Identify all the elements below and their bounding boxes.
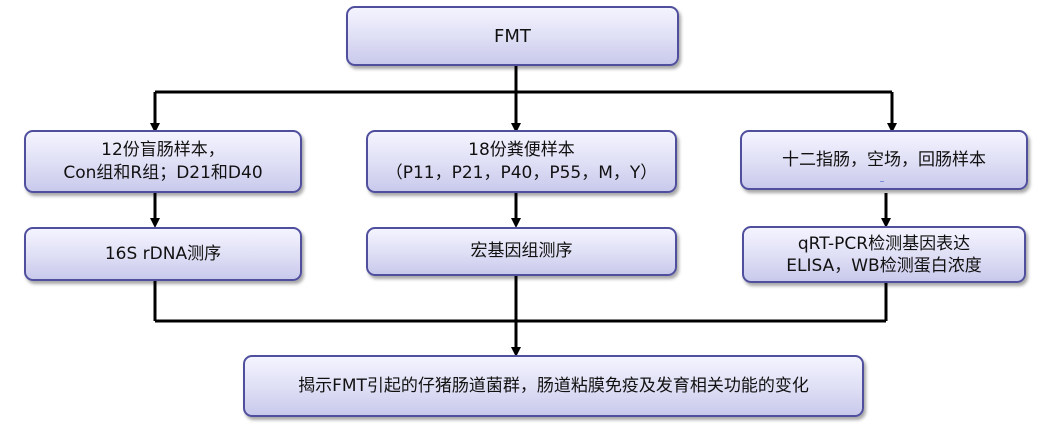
sample-1-line-1: 12份盲肠样本， [101, 139, 225, 160]
method-box-1: 16S rDNA测序 [24, 227, 302, 281]
small-dash-mark [880, 181, 884, 182]
method-3-line-1: qRT-PCR检测基因表达 [797, 233, 971, 254]
method-3-line-2: ELISA，WB检测蛋白浓度 [786, 255, 982, 276]
result-box: 揭示FMT引起的仔猪肠道菌群，肠道粘膜免疫及发育相关功能的变化 [243, 355, 864, 417]
sample-1-line-2: Con组和R组；D21和D40 [63, 162, 263, 183]
sample-2-line-1: 18份粪便样本 [468, 139, 575, 160]
method-2-line-1: 宏基因组测序 [470, 241, 573, 261]
method-box-2: 宏基因组测序 [366, 227, 677, 276]
root-box: FMT [346, 6, 679, 66]
method-1-line-1: 16S rDNA测序 [104, 243, 222, 264]
root-label: FMT [494, 25, 531, 47]
sample-3-line-1: 十二指肠，空场，回肠样本 [782, 149, 986, 170]
sample-box-2: 18份粪便样本 （P11，P21，P40，P55，M，Y） [366, 130, 677, 193]
method-box-3: qRT-PCR检测基因表达 ELISA，WB检测蛋白浓度 [742, 226, 1026, 283]
sample-2-line-2: （P11，P21，P40，P55，M，Y） [385, 162, 658, 183]
result-label: 揭示FMT引起的仔猪肠道菌群，肠道粘膜免疫及发育相关功能的变化 [298, 375, 809, 396]
sample-box-1: 12份盲肠样本， Con组和R组；D21和D40 [24, 130, 302, 193]
sample-box-3: 十二指肠，空场，回肠样本 [740, 130, 1028, 190]
